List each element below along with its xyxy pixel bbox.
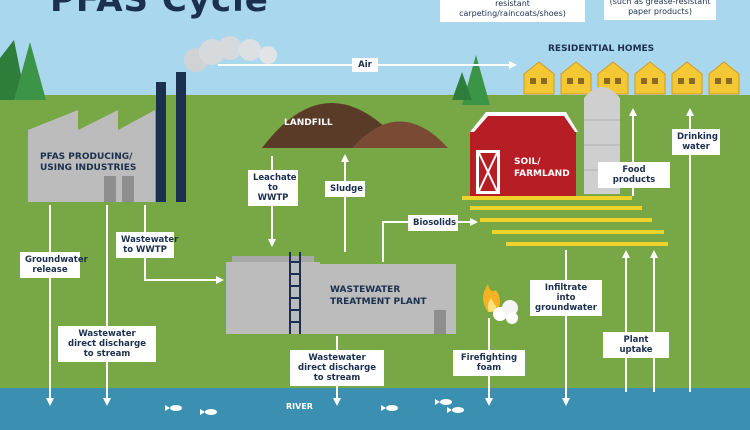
firefighting-foam-label: Firefighting foam — [453, 350, 525, 376]
wastewater-to-wwtp-arrow — [144, 205, 224, 284]
top-note-right: (such as grease-resistant paper products… — [604, 0, 716, 20]
landfill-label: LANDFILL — [284, 118, 333, 128]
sludge-label: Sludge — [325, 181, 365, 197]
wwtp-label: WASTEWATER TREATMENT PLANT — [330, 285, 427, 307]
page-title: PFAS Cycle — [50, 0, 269, 20]
smoke-icon — [184, 36, 277, 72]
plant-uptake-label: Plant uptake — [603, 332, 669, 358]
residential-homes-icon — [523, 61, 740, 95]
infiltrate-label: Infiltrate into groundwater — [530, 280, 602, 316]
air-label: Air — [352, 58, 378, 72]
barn-icon — [470, 112, 578, 196]
wwtp-to-stream-label: Wastewater direct discharge to stream — [290, 350, 384, 386]
wastewater-to-wwtp-label: Wastewater to WWTP — [116, 232, 178, 258]
biosolids-label: Biosolids — [408, 215, 458, 231]
fire-icon — [483, 284, 500, 312]
treatment-plant-icon — [226, 252, 456, 334]
food-products-label: Food products — [598, 162, 670, 188]
tree-icon — [0, 40, 46, 100]
groundwater-release-label: Groundwater release — [20, 252, 88, 278]
industries-label: PFAS PRODUCING/ USING INDUSTRIES — [40, 152, 137, 173]
wastewater-direct-label: Wastewater direct discharge to stream — [58, 326, 156, 362]
landfill-icon — [262, 103, 448, 148]
soil-farmland-label: SOIL/ FARMLAND — [514, 157, 570, 179]
residential-homes-label: RESIDENTIAL HOMES — [548, 44, 655, 54]
tree-icon — [452, 55, 490, 105]
farmland-field-icon — [462, 196, 668, 246]
foam-icon — [493, 300, 518, 324]
factory-icon — [28, 72, 186, 202]
top-note-left: resistant carpeting/raincoats/shoes) — [440, 0, 585, 22]
leachate-label: Leachate to WWTP — [248, 170, 298, 206]
drinking-water-label: Drinking water — [672, 129, 720, 155]
fish-icon — [165, 399, 464, 415]
river-label: RIVER — [286, 402, 313, 411]
river-water — [0, 388, 750, 430]
